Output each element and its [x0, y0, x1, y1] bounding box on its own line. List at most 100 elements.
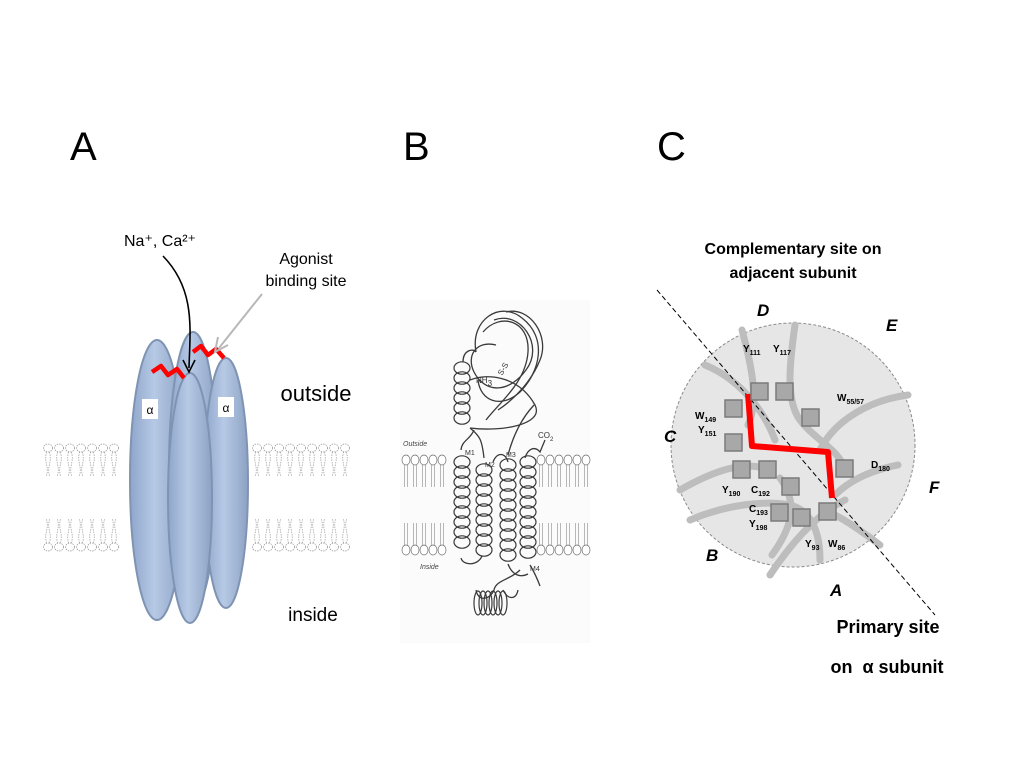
helix-m4-turn [519, 525, 537, 539]
helix-m3-turn [499, 488, 517, 502]
helix-m1-turn [453, 485, 471, 499]
panel-c: C [656, 125, 944, 677]
helix-m2-turn [475, 543, 493, 557]
helix-m2-turn [475, 493, 493, 507]
residue-box-y117 [775, 382, 794, 401]
lipid-outer [296, 443, 306, 477]
helix-nterm-turn [453, 411, 471, 425]
helix-nterm-turn [453, 381, 471, 395]
intracellular-helix-turn [493, 590, 503, 616]
lipid-inner [43, 518, 53, 552]
loop-d-strand-2 [786, 321, 849, 474]
complementary-label-line1: Complementary site on [705, 241, 882, 258]
lipid-outer [263, 443, 273, 477]
loop-label-e: E [886, 316, 898, 335]
agonist-pointer [218, 293, 263, 349]
subunit-front [167, 372, 213, 624]
loop-labels: D E C F B A [664, 301, 940, 600]
lipid-outer [329, 443, 339, 477]
helix-m2-turn [475, 463, 493, 477]
alpha-left-label: α [147, 403, 154, 417]
loop-a-strand-2 [831, 511, 884, 549]
helix-m3-turn [499, 458, 517, 472]
intracellular-helix-turn [483, 590, 493, 616]
alpha-right-label: α [223, 401, 230, 415]
residue-box-d180 [835, 459, 854, 478]
residue-label-y111: Y111 [743, 344, 761, 357]
co2-label: CO2 [538, 431, 554, 443]
helix-m1-turn [453, 505, 471, 519]
helix-m1-turn [453, 475, 471, 489]
lipid-inner [98, 518, 108, 552]
m3-label: M3 [506, 452, 516, 459]
intracellular-helix-turn [488, 590, 498, 616]
helix-m1-turn [453, 515, 471, 529]
transmembrane-helices [453, 361, 537, 562]
helix-nterm-turn [453, 361, 471, 375]
lipid-outer [54, 443, 64, 477]
intracellular-helix-turn [473, 590, 483, 616]
lipid-outer [307, 443, 317, 477]
helix-m3-turn [499, 468, 517, 482]
nh-label: NH3 [476, 376, 493, 388]
lipid-inner [285, 518, 295, 552]
lipid-outer [274, 443, 284, 477]
helix-m4-turn [519, 475, 537, 489]
lipid-outer [76, 443, 86, 477]
helix-m2-turn [475, 503, 493, 517]
residue-box-w149 [724, 399, 743, 418]
residue-label-y198: Y198 [749, 519, 767, 532]
b-inside-label: Inside [420, 564, 439, 571]
m4-label: M4 [530, 566, 540, 573]
lipid-outer [252, 443, 262, 477]
intracellular-helix-turn [478, 590, 488, 616]
primary-label-line1: Primary site [836, 617, 939, 637]
lipid-outer [98, 443, 108, 477]
residue-box-y151 [724, 433, 743, 452]
lipid-outer [318, 443, 328, 477]
lipid-inner [263, 518, 273, 552]
lipid-outer [87, 443, 97, 477]
extracellular-domain [469, 310, 544, 430]
panel-c-letter: C [657, 125, 686, 169]
loop-f-strand [831, 461, 902, 499]
residue-box-y190 [732, 460, 751, 479]
helix-m4-turn [519, 545, 537, 559]
panel-a-letter: A [70, 125, 97, 169]
lipid-outer [65, 443, 75, 477]
lipid-outer [43, 443, 53, 477]
primary-label-line2: on α subunit [830, 657, 943, 677]
helix-m4-turn [519, 495, 537, 509]
complementary-label-line2: adjacent subunit [729, 265, 857, 282]
loop-label-a: A [829, 581, 842, 600]
subunit-interface-line [656, 289, 936, 616]
loop-label-c: C [664, 427, 677, 446]
residue-label-y190: Y190 [722, 485, 740, 498]
helix-m1-turn [453, 455, 471, 469]
residue-label-c192: C192 [751, 485, 770, 498]
residue-label-y117: Y117 [773, 344, 791, 357]
lipid-inner [87, 518, 97, 552]
lipid-inner [274, 518, 284, 552]
helix-m4-turn [519, 515, 537, 529]
intracellular-helix-turn [498, 590, 508, 616]
helix-m1-turn [453, 465, 471, 479]
loop-e-strand-1 [816, 391, 912, 454]
helix-m3-turn [499, 548, 517, 562]
lipid-inner [65, 518, 75, 552]
helix-m4-turn [519, 455, 537, 469]
helix-nterm-turn [453, 391, 471, 405]
lipid-inner [54, 518, 64, 552]
helix-m3-turn [499, 538, 517, 552]
residue-box-c192 [758, 460, 777, 479]
residue-box-w86 [818, 502, 837, 521]
agonist-label-line2: binding site [266, 273, 347, 290]
helix-m1-turn [453, 535, 471, 549]
agonist-pointer-head [213, 336, 229, 354]
residue-label-y93: Y93 [805, 539, 820, 552]
residue-label-y151: Y151 [698, 425, 716, 438]
m2-label: M2 [485, 462, 495, 469]
m1-label: M1 [465, 450, 475, 457]
lipid-inner [296, 518, 306, 552]
